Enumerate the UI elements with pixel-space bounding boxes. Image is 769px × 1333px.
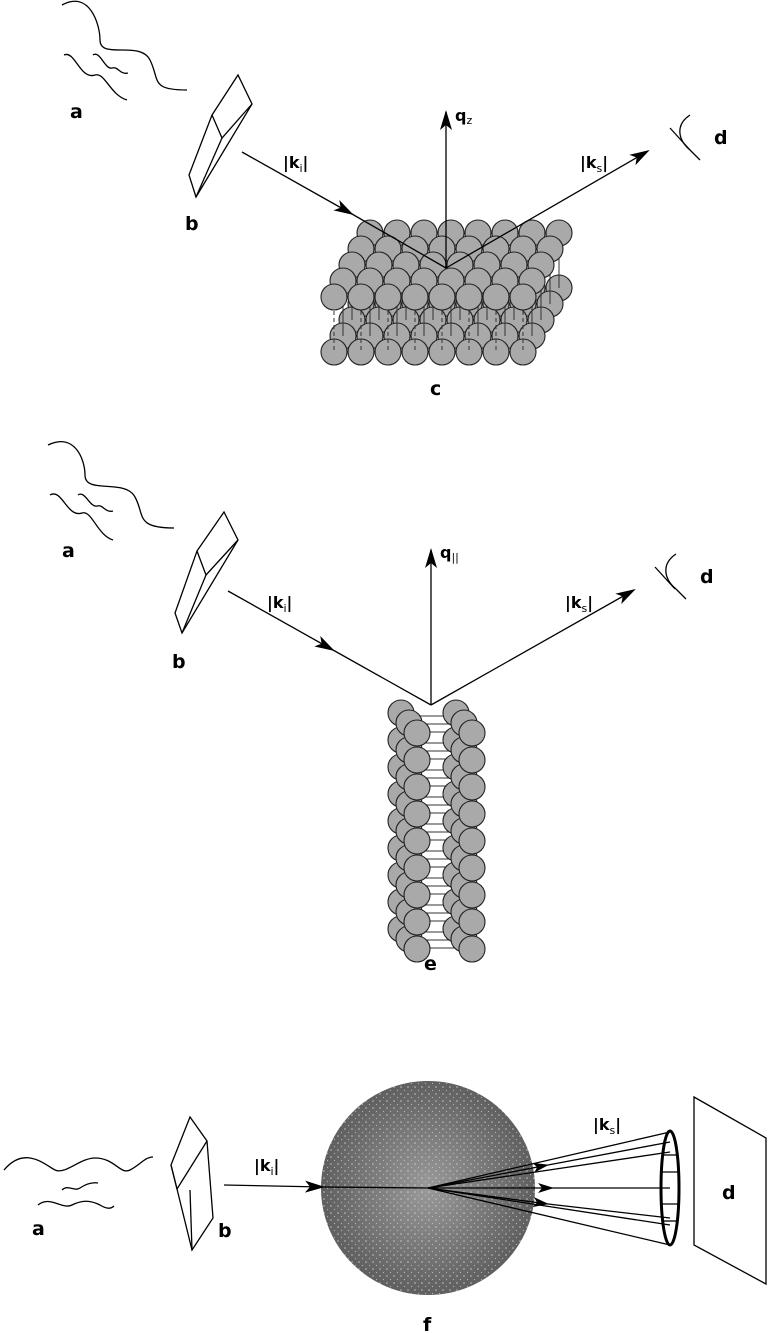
lattice-ball	[347, 283, 375, 311]
sample-lattice-layered	[320, 219, 573, 366]
scattered-cone	[427, 1129, 681, 1247]
incident-vector-label: |ki|	[254, 1156, 279, 1178]
lattice-ball	[403, 719, 431, 747]
lattice-ball	[458, 746, 486, 774]
detector-plate-icon	[693, 1095, 767, 1286]
lattice-ball	[458, 800, 486, 828]
lattice-ball	[403, 746, 431, 774]
scattered-vector-label: |ks|	[593, 1115, 621, 1137]
label-sample: f	[423, 1314, 432, 1333]
label-sample: c	[430, 378, 441, 400]
detector-icon	[654, 553, 687, 600]
lattice-ball	[458, 881, 486, 909]
incident-beam-line	[332, 649, 432, 706]
label-sample: e	[424, 953, 437, 975]
label-source: a	[32, 1218, 45, 1240]
lattice-ball	[482, 283, 510, 311]
source-waves-icon	[61, 0, 188, 101]
label-monochromator: b	[172, 651, 186, 673]
scattered-vector-label: |ks|	[565, 593, 593, 615]
label-detector: d	[722, 1182, 736, 1204]
lattice-ball	[403, 935, 431, 963]
panel-small-angle: a b f |ki|	[3, 1081, 767, 1333]
lattice-ball	[374, 283, 402, 311]
incident-vector-label: |ki|	[283, 153, 308, 175]
lattice-ball	[403, 773, 431, 801]
label-monochromator: b	[185, 213, 199, 235]
lattice-ball	[458, 908, 486, 936]
q-vector-label: q||	[440, 543, 459, 564]
lattice-ball	[509, 283, 537, 311]
label-source: a	[70, 101, 83, 123]
lattice-ball	[458, 935, 486, 963]
panel-in-plane: a b e |ki| |ks| q|| d	[47, 441, 714, 975]
monochromator-crystal-icon	[188, 73, 253, 199]
lattice-ball	[403, 881, 431, 909]
lattice-ball	[403, 827, 431, 855]
lattice-ball	[403, 908, 431, 936]
incident-beam-line	[322, 1186, 429, 1189]
lattice-ball	[403, 800, 431, 828]
panel-reflectivity: a b c |ki| |ks| qz d	[61, 0, 728, 400]
label-monochromator: b	[218, 1220, 232, 1242]
lattice-ball	[458, 854, 486, 882]
incident-beam-arrow	[227, 590, 335, 651]
incident-beam-arrow	[241, 151, 354, 215]
lattice-ball	[403, 854, 431, 882]
monochromator-crystal-icon	[170, 1115, 214, 1252]
lattice-ball	[401, 283, 429, 311]
lattice-ball	[458, 827, 486, 855]
lattice-ball	[458, 773, 486, 801]
lattice-ball	[455, 283, 483, 311]
detector-icon	[669, 114, 701, 161]
sample-lattice-vertical	[387, 699, 486, 963]
lattice-ball	[320, 283, 348, 311]
label-detector: d	[700, 566, 714, 588]
source-waves-icon	[47, 441, 175, 541]
lattice-ball	[428, 283, 456, 311]
source-waves-icon	[3, 1156, 154, 1209]
scattered-beam-arrow	[430, 589, 636, 706]
q-vector-label: qz	[455, 106, 472, 127]
incident-beam-line	[351, 213, 447, 269]
incident-beam-arrow	[223, 1180, 325, 1193]
incident-vector-label: |ki|	[267, 593, 292, 615]
label-source: a	[62, 540, 75, 562]
scattered-vector-label: |ks|	[580, 153, 608, 175]
label-detector: d	[714, 127, 728, 149]
lattice-ball	[458, 719, 486, 747]
monochromator-crystal-icon	[174, 510, 239, 635]
scattered-beam-arrow	[445, 149, 650, 269]
